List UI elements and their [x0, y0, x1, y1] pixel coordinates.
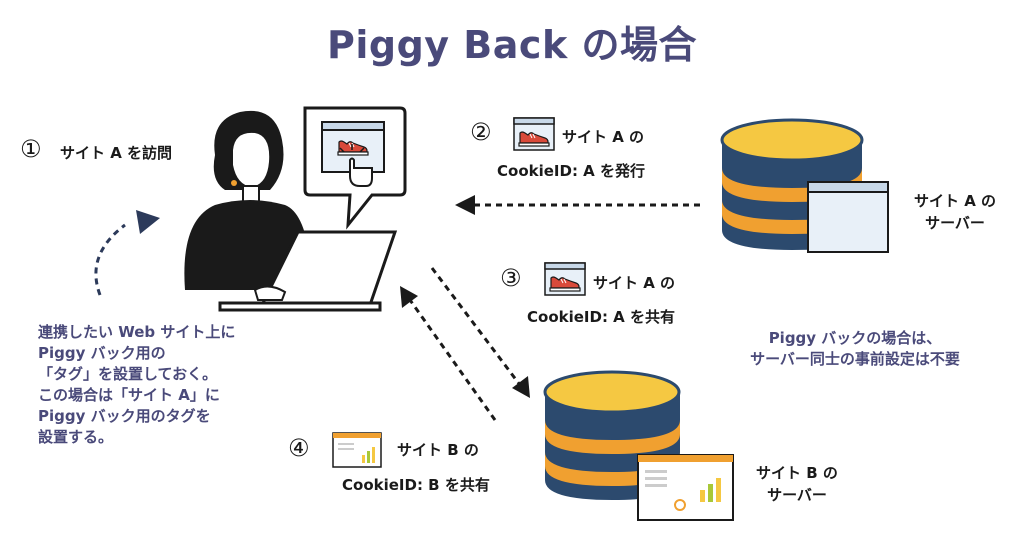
left-note-line: 設置する。 — [38, 428, 114, 446]
server-a-line1: サイト A の — [913, 192, 997, 210]
arrow-server-a-to-user — [455, 195, 700, 215]
step-4-line2: CookieID: B を共有 — [342, 476, 490, 494]
left-note-line: 「タグ」を設置しておく。 — [38, 365, 218, 383]
server-b-label: サイト B の サーバー — [742, 462, 852, 506]
right-note-line: サーバー同士の事前設定は不要 — [750, 350, 960, 368]
step-2-number: ② — [470, 118, 492, 146]
server-a-line2: サーバー — [925, 214, 985, 232]
speech-bubble — [303, 106, 407, 230]
left-note-line: Piggy バック用の — [38, 344, 166, 362]
arrow-curved-to-user — [94, 210, 160, 296]
server-b-database-icon — [543, 370, 734, 521]
arrow-server-b-to-user — [400, 286, 497, 421]
arrow-user-to-server-b — [430, 267, 530, 398]
step-4-number: ④ — [288, 434, 310, 462]
pointer-hand-icon — [339, 144, 373, 187]
server-a-label: サイト A の サーバー — [900, 190, 1010, 234]
server-b-line1: サイト B の — [756, 464, 838, 482]
right-note: Piggy バックの場合は、 サーバー同士の事前設定は不要 — [730, 328, 980, 370]
step-2-line2: CookieID: A を発行 — [497, 162, 645, 180]
step-3-line1: サイト A の — [593, 274, 676, 292]
server-a-database-icon — [720, 118, 889, 253]
left-note-line: この場合は「サイト A」に — [38, 386, 220, 404]
step-2-line1: サイト A の — [562, 128, 645, 146]
step-3-number: ③ — [500, 264, 522, 292]
page-title: Piggy Back の場合 — [327, 23, 697, 67]
left-note-line: 連携したい Web サイト上に — [38, 323, 236, 341]
step-3-line2: CookieID: A を共有 — [527, 308, 675, 326]
right-note-line: Piggy バックの場合は、 — [768, 329, 942, 347]
left-note: 連携したい Web サイト上に Piggy バック用の 「タグ」を設置しておく。… — [38, 322, 235, 448]
person-with-laptop-icon — [184, 110, 398, 312]
server-b-line2: サーバー — [767, 486, 827, 504]
step-1-label: サイト A を訪問 — [60, 144, 173, 162]
shoe-browser-icon — [513, 117, 555, 151]
chart-browser-icon — [332, 432, 382, 468]
step-4-line1: サイト B の — [397, 441, 479, 459]
shoe-browser-icon — [544, 262, 586, 296]
left-note-line: Piggy バック用のタグを — [38, 407, 211, 425]
step-1-number: ① — [20, 135, 42, 163]
